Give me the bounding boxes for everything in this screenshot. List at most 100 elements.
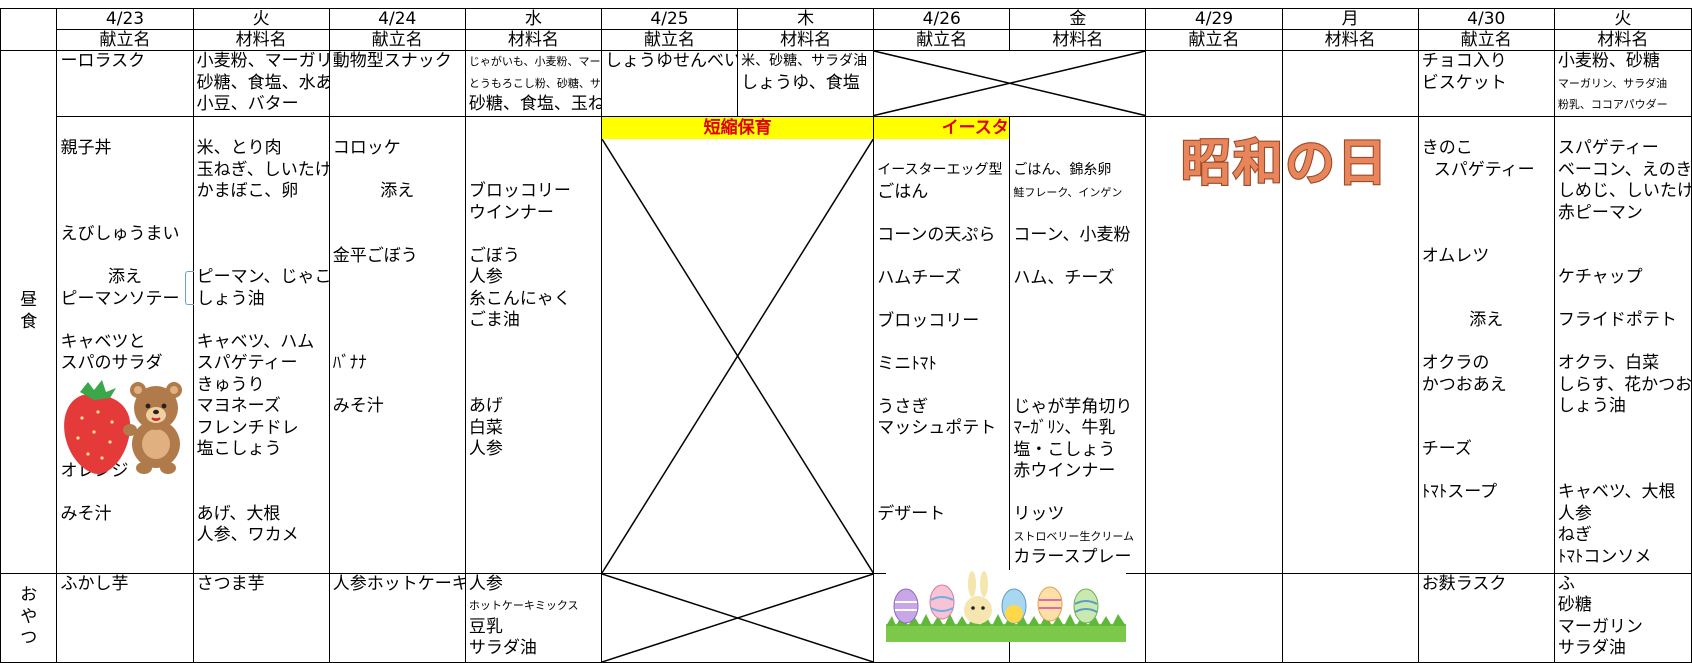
menu-line [877, 139, 1006, 161]
menu-line [333, 267, 462, 289]
menu-line [333, 160, 462, 182]
menu-line: 人参 [468, 573, 503, 594]
menu-line: コーン、小麦粉 [1013, 224, 1131, 245]
snack-pm-d5-ingredients [1281, 572, 1419, 663]
menu-line: 小豆、バター [196, 94, 299, 114]
menu-line [333, 203, 462, 225]
menu-line [197, 224, 326, 246]
menu-line [333, 224, 462, 246]
weekday-d5: 月 [1281, 8, 1419, 30]
weekday-d6: 火 [1553, 8, 1692, 30]
menu-line: ごはん、錦糸卵 [1013, 162, 1112, 178]
menu-line: ふ [1557, 573, 1575, 594]
menu-line: キャベツ、ハム [196, 331, 315, 352]
cross-out-mark [874, 51, 1145, 116]
menu-line: 食 [20, 311, 38, 332]
menu-line: 米、とり肉 [196, 138, 282, 158]
menu-line [1558, 289, 1688, 311]
snack-pm-d6-ingredients: ふ砂糖マーガリンサラダ油 [1553, 572, 1692, 663]
menu-line: 動物型スナック [332, 51, 452, 71]
menu-line: あげ、大根 [196, 503, 281, 524]
menu-line [877, 440, 1006, 462]
menu-line: 砂糖 [1557, 595, 1592, 615]
lunch-d2-dish: コロッケ添え金平ごぼうﾊﾞﾅﾅみそ汁 [328, 115, 466, 574]
menu-line: コーンの天ぷら [877, 224, 996, 245]
menu-line: ハムチーズ [877, 267, 962, 288]
ingredients-header: 材料名 [1009, 29, 1147, 51]
menu-line: 人参 [1557, 503, 1592, 524]
menu-line: サラダ油 [468, 638, 537, 658]
lunch-row: 親子丼えびしゅうまい添えピーマンソテーキャベツとスパのサラダオレンジみそ汁 米、… [1, 115, 1692, 574]
snack-am-d5-dish [1145, 50, 1283, 117]
menu-line: マーガリン [1557, 616, 1643, 637]
menu-line [1422, 418, 1551, 440]
menu-line [1013, 354, 1142, 376]
menu-line: ウインナー [468, 202, 554, 223]
menu-line [60, 181, 189, 203]
menu-line: きのこ [1421, 138, 1473, 158]
cross-out-mark [602, 574, 873, 662]
menu-line: ﾄﾏﾄスープ [1421, 482, 1498, 502]
menu-line: 砂糖、食塩、水あめ [196, 72, 329, 93]
menu-line: お [20, 585, 38, 606]
menu-line [1422, 181, 1551, 203]
date-d2: 4/24 [328, 8, 466, 30]
menu-line: キャベツ、大根 [1557, 482, 1676, 502]
svg-text:昭和の日: 昭和の日 [1181, 134, 1389, 192]
menu-line [1558, 461, 1688, 483]
menu-line: しょう油 [196, 288, 265, 309]
menu-line: カラースプレー [1013, 547, 1132, 567]
menu-line: スパゲティー [196, 353, 298, 373]
menu-line [333, 332, 462, 354]
lunch-row-label: 昼食 [0, 50, 58, 574]
menu-line [1558, 246, 1688, 268]
menu-line: ビスケット [1421, 72, 1507, 93]
snack-am-d6-dish: チョコ入りビスケット [1417, 50, 1555, 117]
menu-line: や [20, 606, 38, 627]
menu-line: しめじ、しいたけ [1557, 181, 1692, 201]
menu-line [1422, 117, 1551, 138]
menu-line: デザート [877, 504, 946, 524]
menu-line: 豆乳 [468, 616, 503, 637]
menu-line [1558, 332, 1688, 354]
morning-snack-row: 昼食 ーロラスク 小麦粉、マーガリン砂糖、食塩、水あめ小豆、バター 動物型スナッ… [0, 50, 1692, 574]
menu-line: きゅうり [196, 374, 265, 395]
menu-line: オクラ、白菜 [1557, 353, 1660, 373]
ingredients-header: 材料名 [464, 29, 602, 51]
snack-pm-d2-ingredients: 人参ホットケーキミックス豆乳サラダ油 [464, 572, 602, 663]
lunch-d2-ingredients: ブロッコリーウインナーごぼう人参糸こんにゃくごま油あげ白菜人参 [464, 115, 602, 574]
menu-line [877, 483, 1006, 505]
dish-header: 献立名 [1417, 29, 1555, 51]
menu-line: マッシュポテト [877, 418, 997, 438]
menu-line: しょうゆ、食塩 [741, 72, 860, 93]
menu-line: 添え [1469, 310, 1504, 330]
menu-line: 米、砂糖、サラダ油 [741, 53, 868, 69]
menu-line: みそ汁 [60, 503, 112, 524]
date-row: 4/23 火 4/24 水 4/25 木 4/26 金 4/29 月 4/30 … [0, 8, 1692, 51]
menu-line: ブロッコリー [468, 181, 571, 201]
date-d4: 4/26 [873, 8, 1011, 30]
menu-line [1013, 375, 1142, 397]
dish-header: 献立名 [56, 29, 194, 51]
menu-line: マヨネーズ [196, 396, 281, 416]
menu-line: 添え [108, 267, 143, 287]
menu-line: コロッケ [332, 138, 401, 158]
menu-line [60, 117, 189, 138]
menu-line: スパゲティー [1433, 159, 1535, 180]
menu-line [333, 310, 462, 332]
showa-day-title-art: 昭和の日 [1180, 133, 1389, 193]
menu-line: 人参ホットケーキ [332, 573, 466, 594]
menu-line [1422, 332, 1551, 354]
menu-line: 粉乳、ココアパウダー [1557, 98, 1668, 111]
menu-line: ごはん [877, 181, 929, 202]
snack-pm-d6-dish: お麩ラスク [1417, 572, 1555, 663]
menu-line [1422, 289, 1551, 311]
menu-line [1422, 461, 1551, 483]
menu-line [469, 138, 598, 160]
menu-line: ピーマンソテー [60, 288, 180, 309]
menu-line [877, 461, 1006, 483]
corner-cell [0, 8, 58, 51]
menu-line [1013, 203, 1142, 225]
menu-line [469, 117, 598, 138]
menu-line [197, 482, 326, 504]
